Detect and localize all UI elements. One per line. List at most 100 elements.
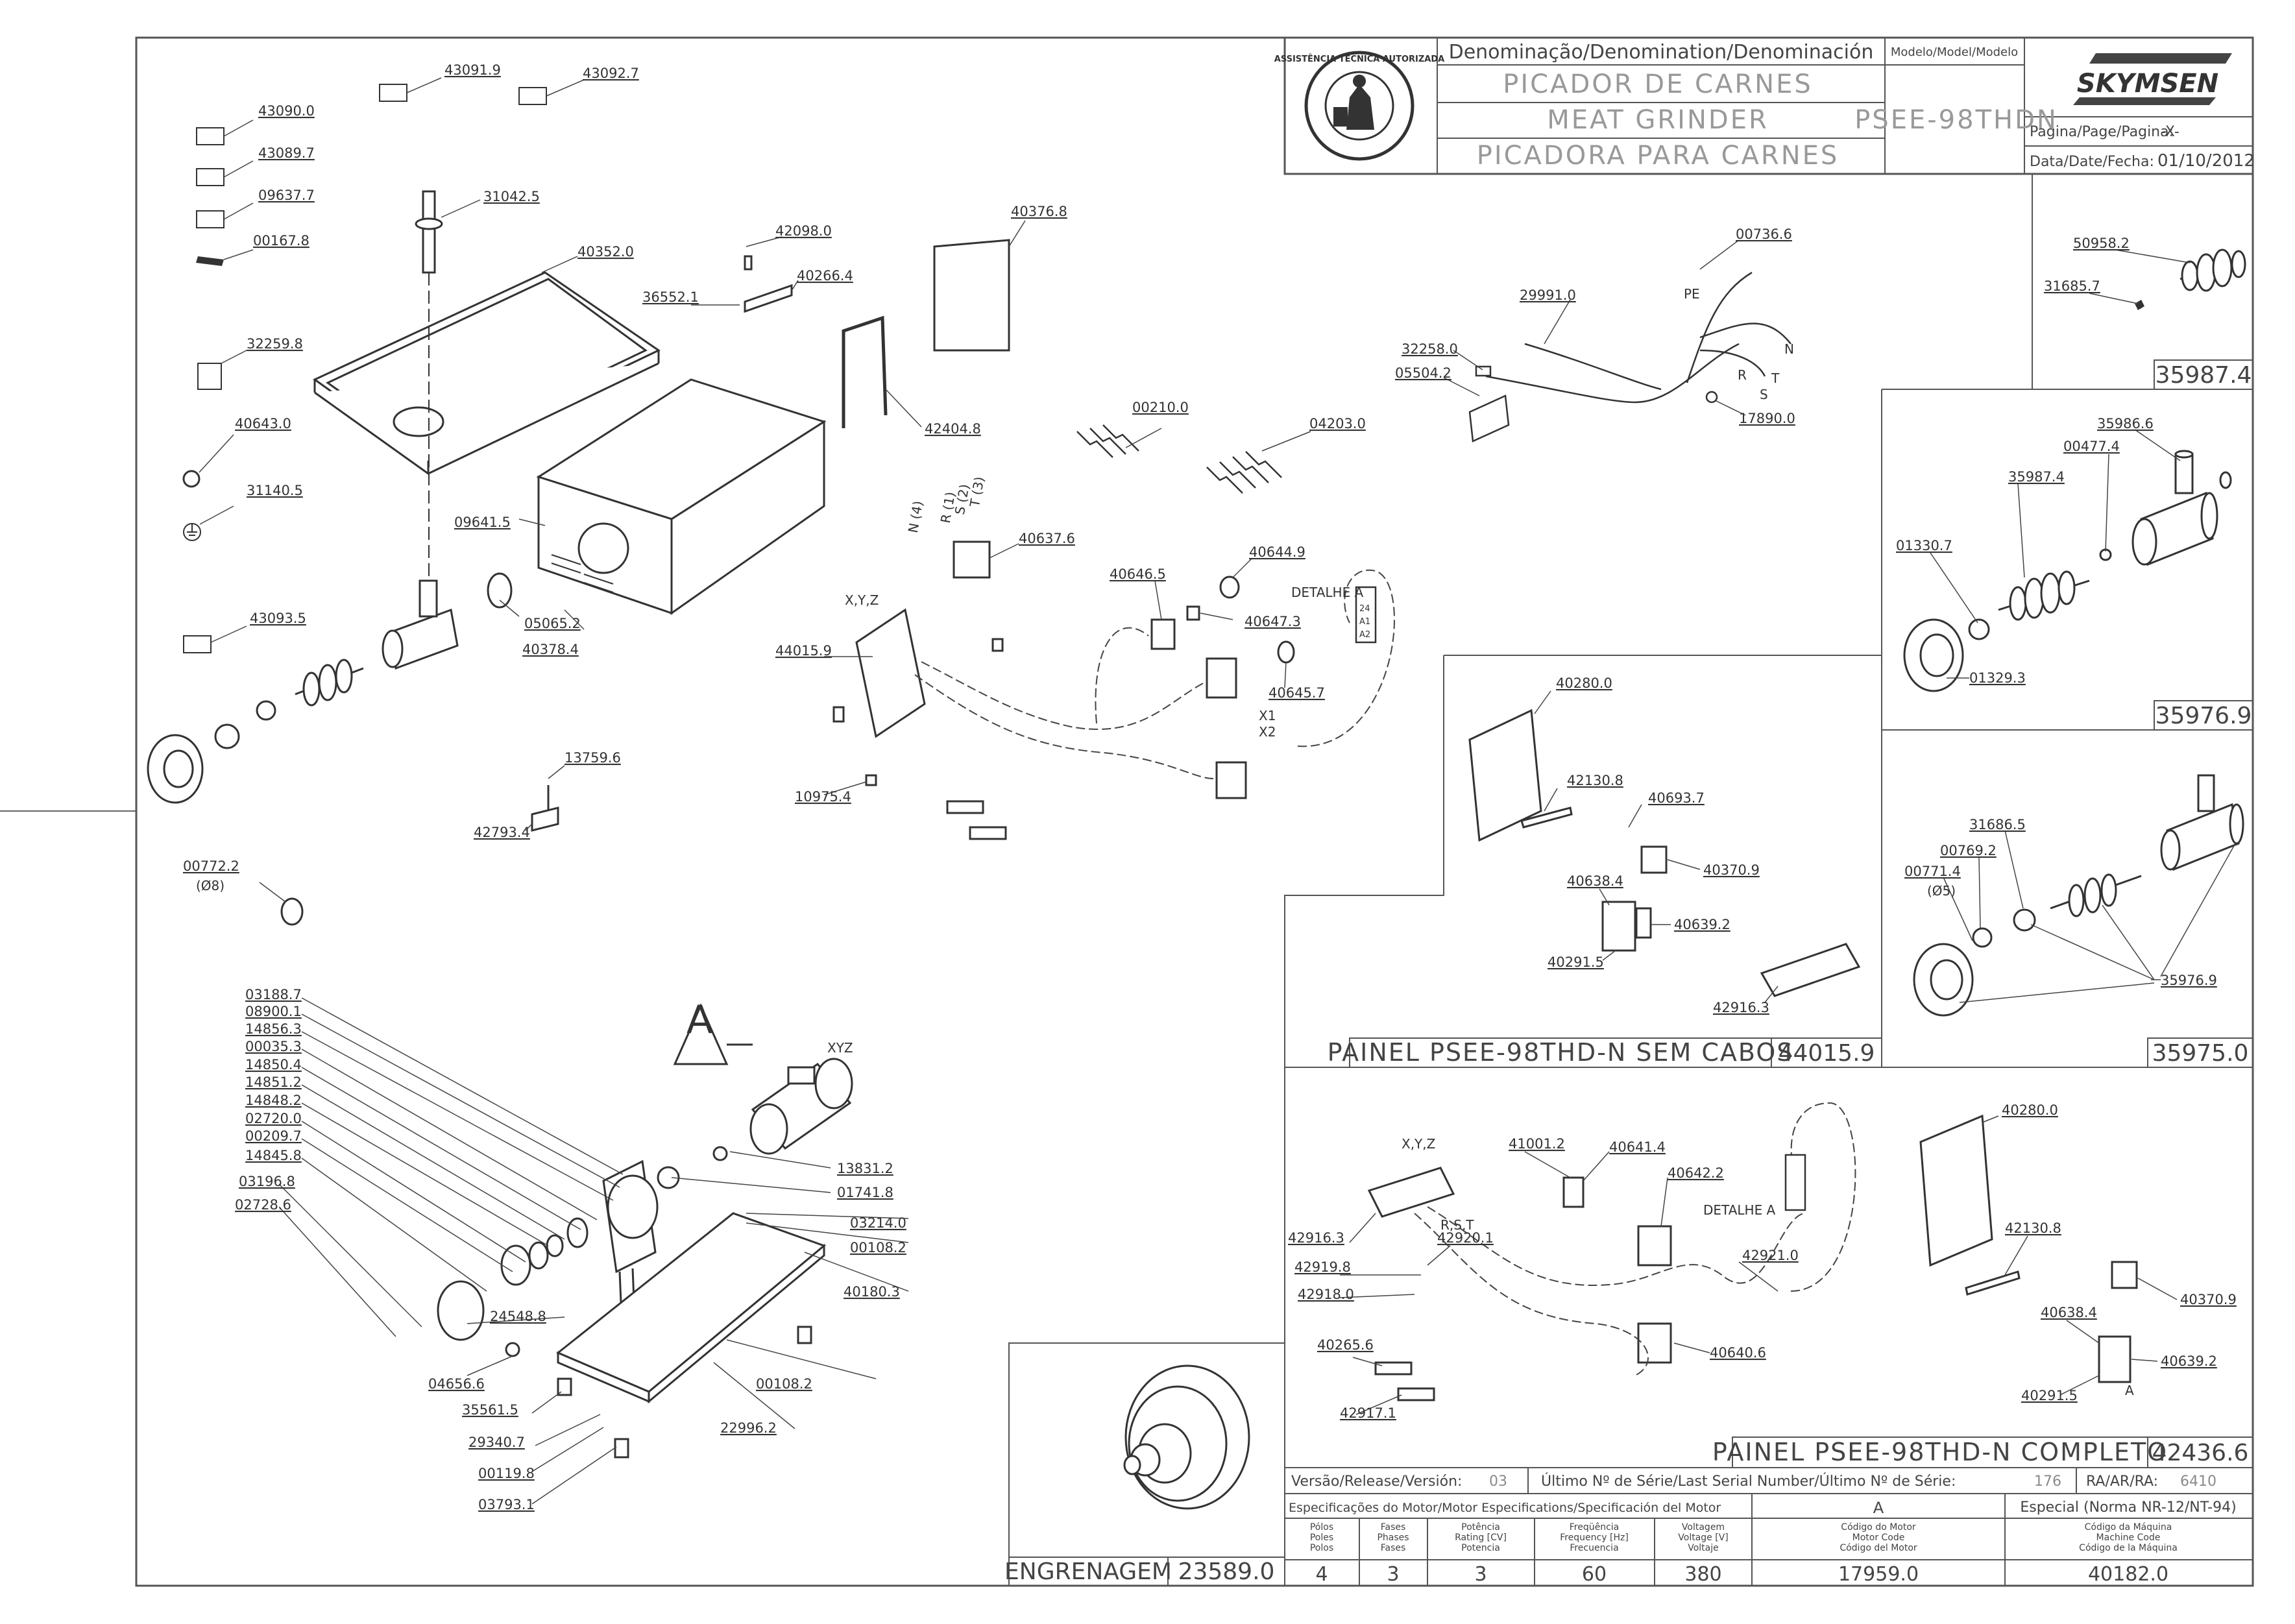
- ring-drawing: [1968, 618, 1990, 640]
- transformer-drawing: [1640, 845, 1668, 874]
- nut-04656-drawing: [505, 1342, 520, 1357]
- version-value: 03: [1489, 1473, 1507, 1490]
- rail-2-drawing: [1965, 1270, 2021, 1296]
- part-31685-7: 31685.7: [2044, 278, 2100, 294]
- part-40643-0: 40643.0: [235, 416, 291, 431]
- part-01741-8: 01741.8: [837, 1185, 893, 1200]
- part-31140-5: 31140.5: [247, 483, 303, 498]
- spec-head: Frecuencia: [1570, 1543, 1618, 1553]
- motor-spec-header: Especificações do Motor/Motor Especifica…: [1289, 1501, 1721, 1515]
- part-42916-3-b: 42916.3: [1288, 1230, 1344, 1246]
- motor-drawing: [749, 1058, 853, 1155]
- knob-40644-drawing: [1219, 576, 1240, 599]
- title-block: ASSISTÊNCIA TÉCNICA AUTORIZADA Denominaç…: [1274, 36, 2255, 175]
- spec-head: Potencia: [1461, 1543, 1500, 1553]
- worm-drawing: [295, 659, 364, 707]
- spec-head: Frequency [Hz]: [1560, 1533, 1629, 1543]
- part-14850-4: 14850.4: [245, 1057, 302, 1073]
- part-03196-8: 03196.8: [239, 1174, 295, 1189]
- part-42919-8: 42919.8: [1294, 1259, 1351, 1275]
- part-42916-3: 42916.3: [1713, 1000, 1769, 1015]
- spec-head: Fases: [1381, 1522, 1406, 1533]
- switch-drawing: [1562, 1176, 1585, 1208]
- foot-3-drawing: [614, 1438, 629, 1459]
- part-42404-8: 42404.8: [925, 421, 981, 437]
- part-00119-8: 00119.8: [478, 1466, 535, 1481]
- part-00035-3: 00035.3: [245, 1039, 302, 1054]
- part-40280-0: 40280.0: [1556, 675, 1612, 691]
- label-detail-a-wiring: DETALHE A: [1291, 585, 1364, 600]
- part-40642-2: 40642.2: [1668, 1165, 1724, 1181]
- part-29340-7: 29340.7: [468, 1435, 525, 1450]
- part-00771-dia: (Ø5): [1927, 883, 1956, 899]
- part-09637-7: 09637.7: [258, 188, 315, 203]
- part-40640-6: 40640.6: [1710, 1345, 1766, 1361]
- panel-sem-cabos-title: PAINEL PSEE-98THD-N SEM CABOS: [1328, 1038, 1794, 1067]
- part-00736-6: 00736.6: [1736, 226, 1792, 242]
- sticker-43093: [183, 635, 212, 653]
- grommet-drawing: [1705, 391, 1718, 404]
- part-40370-9: 40370.9: [1703, 862, 1760, 878]
- gear-box: ENGRENAGEM 23589.0: [1004, 1342, 1285, 1586]
- part-05065-2: 05065.2: [524, 616, 581, 631]
- spec-head: Pólos: [1310, 1522, 1333, 1533]
- panel-sem-cabos-box: PAINEL PSEE-98THD-N SEM CABOS 44015.9 40…: [1284, 655, 1882, 1068]
- part-13831-2: 13831.2: [837, 1161, 893, 1176]
- part-09641-5: 09641.5: [454, 515, 511, 530]
- kit-35976-code: 35976.9: [2155, 703, 2252, 729]
- small-pin: [2135, 300, 2144, 310]
- label-r: R: [1738, 367, 1747, 383]
- part-40378-4: 40378.4: [522, 642, 579, 657]
- part-42917-1: 42917.1: [1340, 1405, 1396, 1421]
- part-35987-4: 35987.4: [2008, 469, 2065, 485]
- model-header: Modelo/Model/Modelo: [1891, 45, 2018, 59]
- part-40370-9-b: 40370.9: [2180, 1292, 2237, 1307]
- label-t3: T (3): [967, 476, 988, 509]
- plug-tag-drawing: [1468, 394, 1510, 442]
- label-24: 24: [1359, 604, 1370, 614]
- part-14845-8: 14845.8: [245, 1148, 302, 1163]
- base-plate-drawing: [556, 1212, 826, 1404]
- part-42130-8: 42130.8: [1567, 773, 1623, 788]
- wire-bundle-2-drawing: [1414, 1213, 1649, 1376]
- part-50958-2: 50958.2: [2073, 236, 2130, 251]
- spec-head: Voltage [V]: [1678, 1533, 1728, 1543]
- spec-head: Código do Motor: [1841, 1522, 1916, 1533]
- ra-label: RA/AR/RA:: [2086, 1473, 2158, 1490]
- part-40639-2: 40639.2: [1674, 917, 1730, 932]
- housing-drawing: [536, 378, 827, 615]
- spec-head: Polos: [1310, 1543, 1333, 1553]
- contactor-drawing: [1601, 901, 1636, 952]
- part-03214-0: 03214.0: [850, 1215, 906, 1231]
- part-10975-4: 10975.4: [795, 789, 851, 805]
- part-32258-0: 32258.0: [1402, 341, 1458, 357]
- feed-screw-drawing: [2180, 248, 2246, 292]
- part-00209-7: 00209.7: [245, 1128, 302, 1144]
- kit-35975-code: 35975.0: [2152, 1040, 2249, 1067]
- wire-loop-drawing: [1790, 1102, 1856, 1292]
- spec-col-voltage: Voltagem Voltage [V] Voltaje 380: [1678, 1522, 1728, 1586]
- label-a-motor: A: [686, 997, 713, 1043]
- spec-value: 17959.0: [1838, 1563, 1919, 1586]
- spec-head: Voltaje: [1688, 1543, 1719, 1553]
- part-43093-5: 43093.5: [250, 611, 306, 626]
- bracket-42793-drawing: [531, 785, 559, 832]
- part-43089-7: 43089.7: [258, 145, 315, 161]
- part-40280-0-b: 40280.0: [2002, 1102, 2058, 1118]
- part-14856-3: 14856.3: [245, 1021, 302, 1037]
- label-xyz-motor: XYZ: [827, 1040, 853, 1056]
- spec-col-rating: Potência Rating [CV] Potencia 3: [1455, 1522, 1507, 1586]
- version-letter: A: [1873, 1499, 1884, 1517]
- spec-value: 3: [1387, 1563, 1399, 1586]
- detail-a-relay-wiring: [1355, 586, 1377, 644]
- name-pt: PICADOR DE CARNES: [1503, 69, 1812, 99]
- spec-col-poles: Pólos Poles Polos 4: [1310, 1522, 1333, 1586]
- ra-value: 6410: [2180, 1473, 2216, 1490]
- spec-value: 60: [1582, 1563, 1607, 1586]
- transformer-40637-drawing: [953, 540, 991, 579]
- pulley-group-drawing: [437, 1146, 728, 1341]
- spec-head: Freqüência: [1570, 1522, 1620, 1533]
- sensor-2-drawing: [1397, 1387, 1435, 1401]
- screw-drawing: [1998, 570, 2090, 621]
